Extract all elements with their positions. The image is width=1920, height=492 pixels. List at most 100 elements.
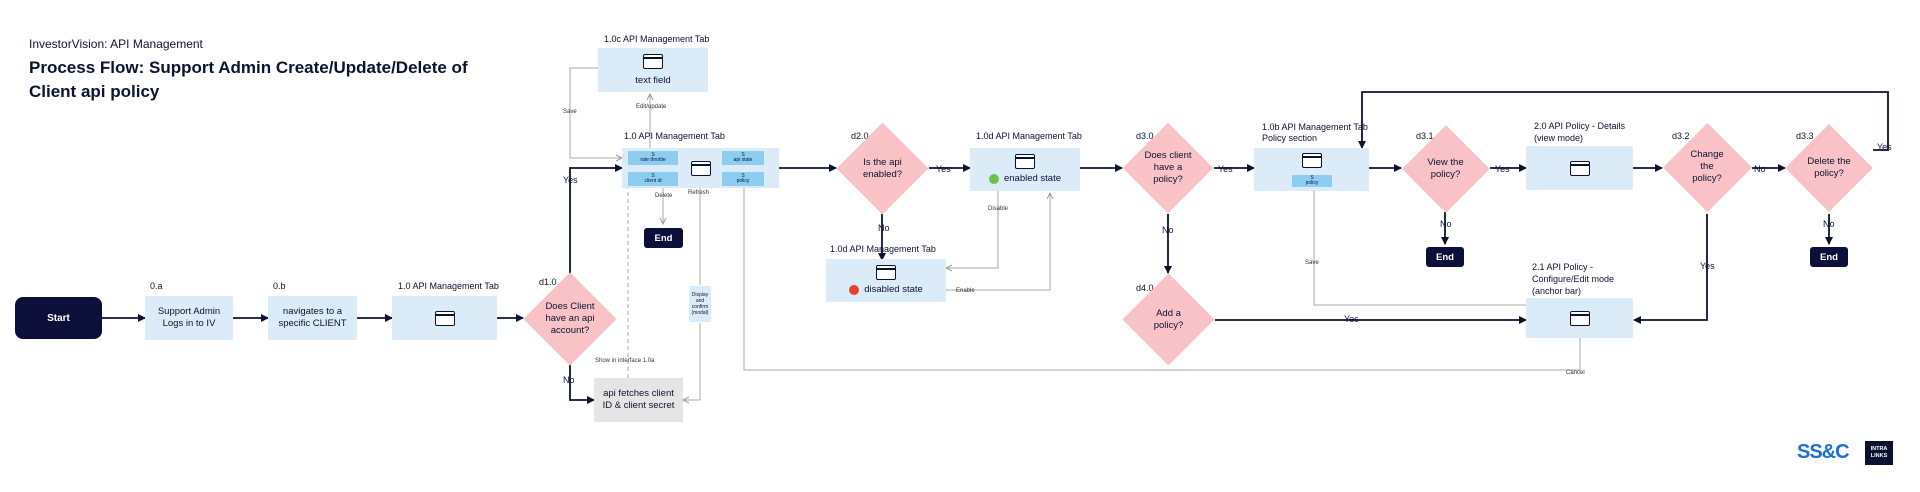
node-10b-label: 1.0b API Management Tab Policy section xyxy=(1262,122,1368,143)
edge-label-yes: Yes xyxy=(1344,314,1359,324)
d40-label: d4.0 xyxy=(1136,283,1154,293)
edge-label-no: No xyxy=(1754,164,1766,174)
window-icon xyxy=(1301,153,1322,168)
node-21-label: 2.1 API Policy - Configure/Edit mode (an… xyxy=(1532,262,1615,296)
intralinks-logo: INTRA LINKS xyxy=(1865,441,1893,465)
edge-dis-en xyxy=(946,193,1050,291)
d30-label: d3.0 xyxy=(1136,131,1154,141)
edge-label-yes: Yes xyxy=(1218,164,1233,174)
edge-d32-yes xyxy=(1633,214,1708,324)
flow-title: Process Flow: Support Admin Create/Updat… xyxy=(29,58,468,101)
node-20-details xyxy=(1526,146,1633,190)
d30-text: Does client have a policy? xyxy=(1144,150,1192,185)
node-10c-text: text field xyxy=(635,74,671,86)
d31-text: View the policy? xyxy=(1427,156,1464,180)
end-terminal-3: End xyxy=(1810,247,1848,267)
d31-label: d3.1 xyxy=(1416,131,1434,141)
node-20-label: 2.0 API Policy - Details (view mode) xyxy=(1534,121,1626,143)
node-0b: navigates to a specific CLIENT xyxy=(268,296,357,340)
d10-text: Does Client have an api account? xyxy=(545,301,595,336)
d32-label: d3.2 xyxy=(1672,131,1690,141)
end-label: End xyxy=(1436,251,1454,263)
edge-label-no: No xyxy=(1823,219,1835,229)
edge-label-enable: Enable xyxy=(956,288,975,294)
d32-text: Change the policy? xyxy=(1690,149,1724,184)
edge-label-disable: Disable xyxy=(988,206,1009,212)
node-10c-label: 1.0c API Management Tab xyxy=(604,34,710,44)
edge-label-no: No xyxy=(1162,225,1174,235)
node-disabled-label: 1.0d API Management Tab xyxy=(830,244,936,254)
edge-label-display-modal: Display and confirm (modal) xyxy=(691,292,709,316)
edge-label-cancel: Cancel xyxy=(1566,370,1585,376)
edge-label-save: Save xyxy=(1305,260,1319,266)
decision-d33: Delete the policy? xyxy=(1785,124,1873,212)
decision-d40: Add a policy? xyxy=(1122,273,1215,366)
window-icon xyxy=(434,310,455,326)
end-terminal-2: End xyxy=(1426,247,1464,267)
node-0b-label: 0.b xyxy=(273,281,286,291)
d20-label: d2.0 xyxy=(851,131,869,141)
start-label: Start xyxy=(47,312,70,324)
edge-label-show-interface: Show in interface 1.0a xyxy=(595,358,655,364)
edge-d10-yes xyxy=(569,164,623,276)
decision-d30: Does client have a policy? xyxy=(1122,122,1214,214)
edge-label-yes: Yes xyxy=(936,164,951,174)
node-10d-enabled: enabled state xyxy=(970,148,1080,191)
window-icon xyxy=(643,53,663,69)
edge-label-yes: Yes xyxy=(1700,261,1715,271)
edge-10c-save xyxy=(569,67,622,158)
node-21-configure xyxy=(1526,298,1633,338)
disabled-dot-icon xyxy=(849,284,860,295)
edge-label-save: Save xyxy=(563,109,577,115)
window-icon xyxy=(876,265,896,281)
end-label: End xyxy=(1820,251,1838,263)
disabled-text: disabled state xyxy=(864,284,923,296)
edge-10b-21 xyxy=(1313,190,1526,306)
enabled-text: enabled state xyxy=(1003,173,1062,185)
edge-label-no: No xyxy=(563,375,575,385)
node-10top-label: 1.0 API Management Tab xyxy=(624,131,725,141)
app-title: InvestorVision: API Management xyxy=(29,37,203,51)
edge-label-delete: Delete xyxy=(655,193,673,199)
node-10c: text field xyxy=(598,48,708,92)
decision-d31: View the policy? xyxy=(1401,124,1490,213)
edge-label-yes: Yes xyxy=(1877,142,1892,152)
d33-text: Delete the policy? xyxy=(1807,156,1851,179)
edge-label-refresh: Refresh xyxy=(688,190,710,196)
fetch-text: api fetches client ID & client secret xyxy=(602,388,675,411)
node-fetch-client-id: api fetches client ID & client secret xyxy=(594,378,683,422)
node-10-label: 1.0 API Management Tab xyxy=(398,281,499,291)
node-10 xyxy=(392,296,497,340)
edge-label-edit-update: Edit/update xyxy=(636,104,667,110)
edge-label-no: No xyxy=(878,223,890,233)
edge-en-dis xyxy=(946,191,999,268)
edge-label-yes: Yes xyxy=(563,175,578,185)
enabled-dot-icon xyxy=(988,173,999,184)
edge-label-no: No xyxy=(1440,219,1452,229)
node-0b-text: navigates to a specific CLIENT xyxy=(278,306,347,329)
edge-21-cancel xyxy=(744,178,1581,371)
node-enabled-label: 1.0d API Management Tab xyxy=(976,131,1082,141)
edge-d10-no xyxy=(569,361,595,404)
decision-d20: Is the api enabled? xyxy=(836,122,929,215)
window-icon xyxy=(1569,160,1590,176)
node-0a-text: Support Admin Logs in to IV xyxy=(157,306,221,329)
d20-text: Is the api enabled? xyxy=(862,156,903,180)
decision-d32: Change the policy? xyxy=(1662,122,1752,212)
node-10d-disabled: disabled state xyxy=(826,259,946,302)
ssc-logo: SS&C xyxy=(1797,441,1850,463)
edge-label-yes: Yes xyxy=(1495,164,1510,174)
window-icon xyxy=(1569,310,1590,326)
window-icon xyxy=(690,160,711,176)
start-terminal: Start xyxy=(15,297,102,339)
end-terminal-1: End xyxy=(644,228,683,248)
d10-label: d1.0 xyxy=(539,277,557,287)
edge-d33-yes xyxy=(1358,91,1889,151)
